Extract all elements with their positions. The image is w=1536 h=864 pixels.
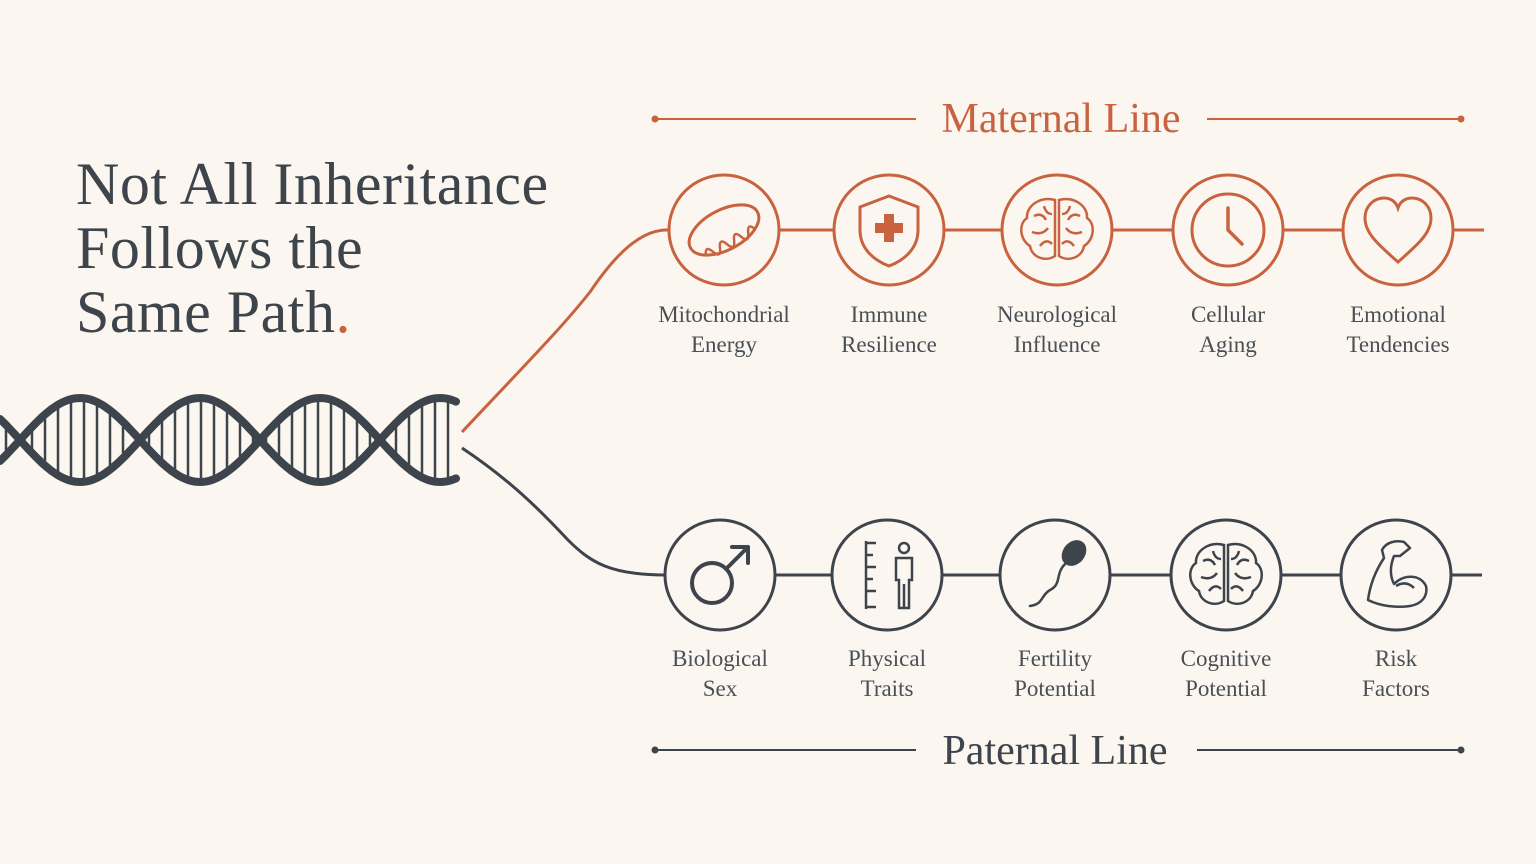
paternal-label-2-line-1: Physical xyxy=(848,646,926,671)
flexed-arm-icon xyxy=(1366,540,1428,608)
maternal-label-3-line-2: Influence xyxy=(1014,332,1101,357)
clock-icon xyxy=(1190,192,1266,268)
sperm-icon xyxy=(1028,540,1087,608)
maternal-label-2-line-1: Immune xyxy=(851,302,928,327)
helix-strand-b xyxy=(0,393,460,487)
maternal-title: Maternal Line xyxy=(941,96,1180,142)
maternal-label-5-line-1: Emotional xyxy=(1350,302,1446,327)
paternal-branch-curve xyxy=(461,446,666,577)
maternal-label-4-line-2: Aging xyxy=(1199,332,1257,357)
maternal-label-2-line-2: Resilience xyxy=(841,332,937,357)
paternal-label-5-line-2: Factors xyxy=(1362,676,1430,701)
brain-icon xyxy=(1020,197,1094,260)
maternal-rule-left-dot xyxy=(651,115,659,123)
paternal-label-1-line-2: Sex xyxy=(703,676,738,701)
paternal-title-group: Paternal Line xyxy=(651,728,1465,774)
headline-line-3: Same Path. xyxy=(76,280,549,344)
maternal-title-group: Maternal Line xyxy=(651,96,1465,142)
maternal-node-immune-resilience xyxy=(832,173,946,287)
maternal-label-1-line-1: Mitochondrial xyxy=(658,302,790,327)
paternal-labels: Biological Sex Physical Traits Fertility… xyxy=(672,646,1430,701)
maternal-branch-curve xyxy=(460,228,668,434)
heart-icon xyxy=(1363,196,1433,265)
maternal-node-emotional-tendencies xyxy=(1341,173,1455,287)
paternal-row xyxy=(663,518,1482,632)
maternal-node-mitochondrial-energy xyxy=(667,173,781,287)
brain-icon xyxy=(1189,542,1263,605)
paternal-node-cognitive-potential xyxy=(1169,518,1283,632)
male-symbol-icon xyxy=(690,545,750,605)
headline-line-3-text: Same Path xyxy=(76,279,336,345)
paternal-label-5-line-1: Risk xyxy=(1375,646,1418,671)
shield-cross-icon xyxy=(858,194,920,268)
maternal-label-1-line-2: Energy xyxy=(691,332,758,357)
headline-line-1: Not All Inheritance xyxy=(76,151,549,217)
paternal-node-physical-traits xyxy=(830,518,944,632)
maternal-rule-right-dot xyxy=(1457,115,1465,123)
dna-helix xyxy=(0,393,460,487)
maternal-labels: Mitochondrial Energy Immune Resilience N… xyxy=(658,302,1449,357)
paternal-rule-left-dot xyxy=(651,746,659,754)
paternal-node-risk-factors xyxy=(1339,518,1453,632)
paternal-label-4-line-1: Cognitive xyxy=(1181,646,1272,671)
paternal-label-4-line-2: Potential xyxy=(1185,676,1267,701)
paternal-label-2-line-2: Traits xyxy=(861,676,914,701)
headline: Not All Inheritance Follows the Same Pat… xyxy=(76,152,549,344)
paternal-title: Paternal Line xyxy=(942,728,1167,774)
mitochondria-icon xyxy=(687,203,761,257)
maternal-label-4-line-1: Cellular xyxy=(1191,302,1265,327)
maternal-row xyxy=(665,173,1484,287)
maternal-node-cellular-aging xyxy=(1171,173,1285,287)
maternal-label-3-line-1: Neurological xyxy=(997,302,1117,327)
paternal-label-3-line-1: Fertility xyxy=(1018,646,1093,671)
paternal-label-1-line-1: Biological xyxy=(672,646,768,671)
maternal-node-neurological-influence xyxy=(1000,173,1114,287)
headline-accent-dot: . xyxy=(335,279,351,345)
paternal-label-3-line-2: Potential xyxy=(1014,676,1096,701)
headline-line-2: Follows the xyxy=(76,215,364,281)
paternal-node-biological-sex xyxy=(663,518,777,632)
height-person-icon xyxy=(864,541,914,610)
paternal-rule-right-dot xyxy=(1457,746,1465,754)
maternal-label-5-line-2: Tendencies xyxy=(1346,332,1449,357)
paternal-node-fertility-potential xyxy=(998,518,1112,632)
